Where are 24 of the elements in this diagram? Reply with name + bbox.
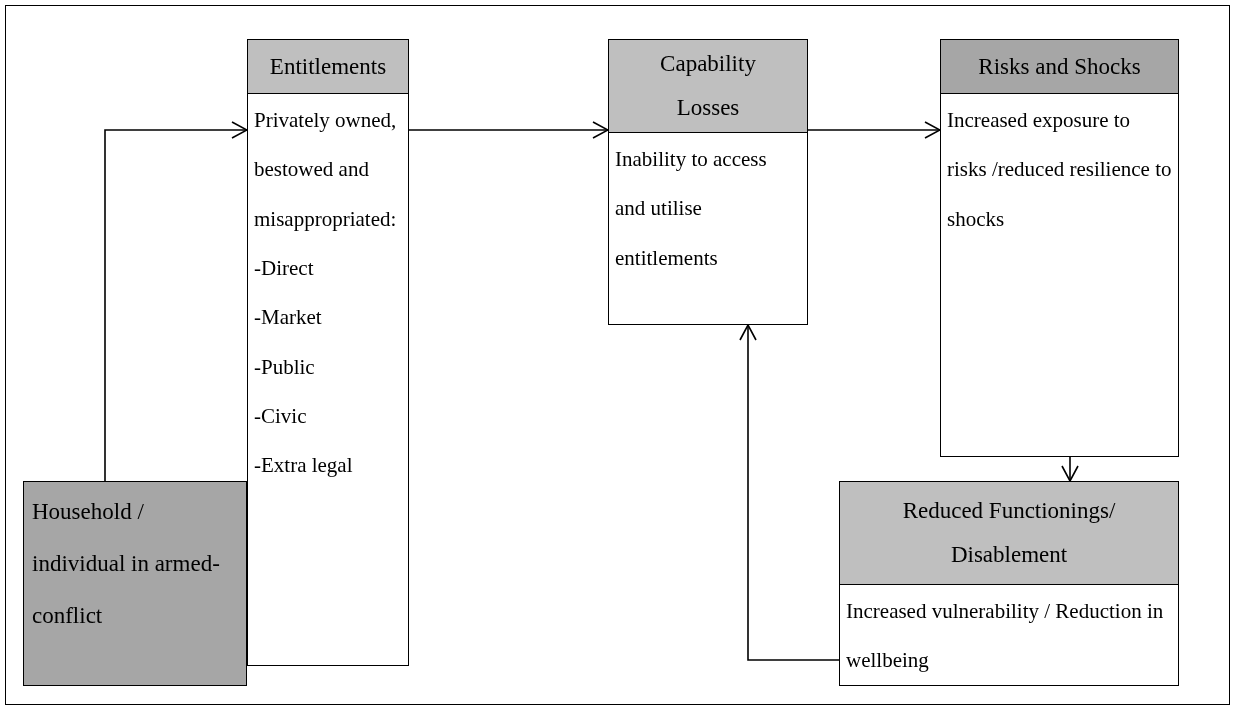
box-text: Increased vulnerability / Reduction in wellbeing [846, 598, 1165, 675]
list-item: -Extra legal [254, 452, 354, 480]
box-heading: Reduced Functionings/ Disablement [901, 497, 1117, 569]
box-heading: Risks and Shocks [978, 52, 1141, 81]
arrow [408, 121, 609, 139]
box-text: Inability to access and utilise entitlements [615, 146, 768, 272]
arrow [807, 121, 941, 139]
box-text: Increased exposure to risks /reduced resilience to shocks [947, 107, 1172, 233]
box-heading: Entitlements [269, 52, 387, 81]
box-heading: Capability Losses [659, 50, 757, 122]
arrow [739, 324, 840, 661]
process-box [839, 481, 1179, 686]
box-text: Privately owned, bestowed and misappropriated: [254, 107, 398, 233]
arrow [1061, 456, 1079, 482]
arrow [104, 121, 248, 482]
process-box [23, 481, 247, 686]
list-item: -Market [254, 304, 323, 332]
list-item: -Public [254, 353, 316, 381]
process-box [940, 39, 1179, 457]
process-box [608, 39, 808, 325]
list-item: -Direct [254, 255, 315, 283]
process-box [247, 39, 409, 666]
list-item: -Civic [254, 403, 308, 431]
box-text: Household / individual in armed-conflict [31, 498, 221, 630]
